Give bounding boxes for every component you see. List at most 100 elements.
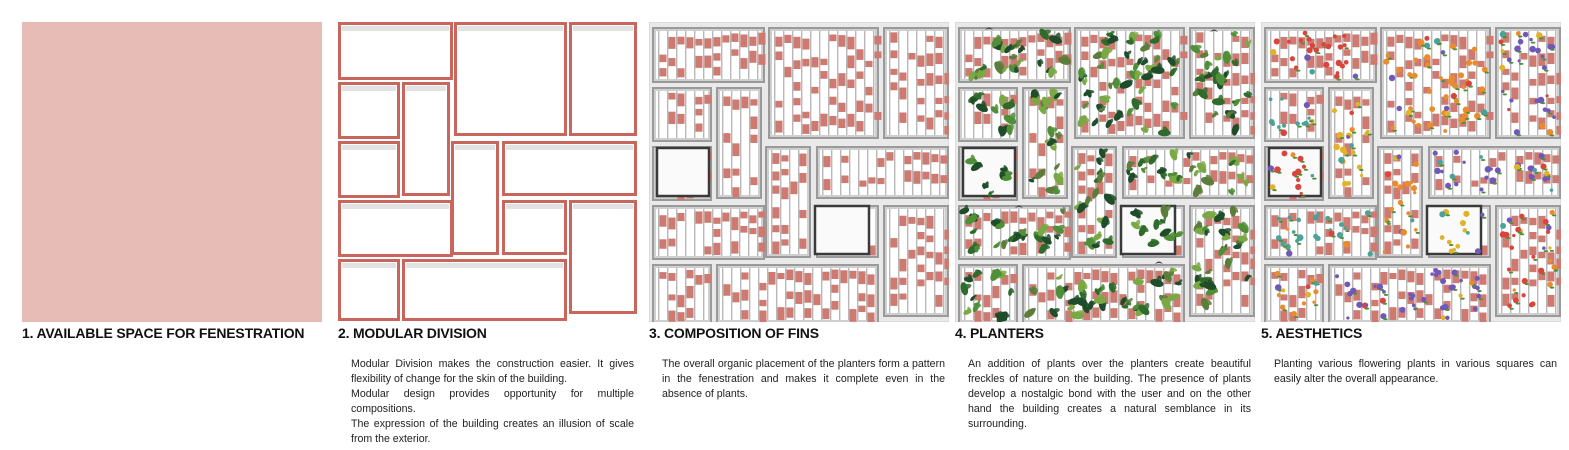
flower: [1274, 270, 1281, 277]
flower-leaf: [1387, 57, 1393, 60]
flower: [1287, 215, 1292, 220]
planter: [1434, 308, 1442, 320]
leaf: [981, 100, 987, 111]
planter: [1180, 111, 1188, 120]
flower-leaf: [1524, 283, 1530, 286]
flower: [1411, 303, 1416, 308]
flower: [1430, 272, 1434, 276]
fin: [885, 150, 887, 195]
fin: [982, 31, 984, 79]
panel-2-description: Modular Division makes the construction …: [351, 357, 634, 447]
module-shadow: [406, 86, 446, 91]
planter: [1416, 273, 1424, 285]
flower: [1355, 101, 1361, 107]
fin: [907, 31, 909, 135]
leaf: [1003, 239, 1008, 247]
planter: [1250, 277, 1255, 286]
fin: [1182, 150, 1184, 195]
leaf: [1143, 125, 1149, 131]
planter: [1307, 211, 1315, 224]
leaf: [1156, 275, 1162, 287]
leaf: [1154, 220, 1163, 225]
planter: [1556, 112, 1561, 120]
flower: [1313, 233, 1319, 239]
planter: [974, 58, 982, 67]
fin: [1360, 31, 1362, 79]
planter: [944, 96, 949, 104]
flower: [1392, 180, 1399, 187]
planter: [858, 271, 866, 285]
flower-leaf: [1351, 147, 1356, 150]
planter: [695, 211, 703, 224]
planter: [1489, 158, 1497, 167]
planter: [741, 272, 749, 280]
fin: [1000, 91, 1002, 138]
panel-3-description: The overall organic placement of the pla…: [662, 357, 945, 402]
flower-leaf: [1345, 229, 1350, 232]
fin: [757, 31, 759, 79]
planter: [1552, 155, 1560, 164]
flower-leaf: [1278, 220, 1284, 223]
planter: [1223, 246, 1231, 256]
planter: [1307, 55, 1315, 68]
fin: [821, 268, 823, 320]
fin: [1324, 31, 1326, 79]
planter: [1001, 55, 1009, 68]
flower: [1384, 216, 1389, 221]
fin: [722, 268, 724, 320]
flower-leaf: [1539, 37, 1544, 40]
planter: [1155, 270, 1163, 279]
flower-leaf: [1506, 237, 1511, 240]
flower: [1383, 58, 1390, 65]
leaf: [985, 181, 989, 187]
planter: [1538, 251, 1546, 259]
planter: [1435, 179, 1443, 191]
flower: [1306, 47, 1313, 54]
fin: [1485, 31, 1487, 135]
planter: [944, 277, 949, 286]
flower-leaf: [1519, 233, 1525, 236]
flower: [1404, 180, 1412, 188]
modular-division-diagram: [338, 22, 638, 322]
flower-leaf: [1282, 245, 1288, 248]
fin: [867, 150, 869, 195]
modular-division-svg: [338, 22, 637, 321]
flower: [1373, 284, 1377, 288]
planter: [1183, 158, 1191, 167]
flower: [1474, 248, 1481, 255]
planter: [1162, 71, 1170, 79]
flower: [1439, 235, 1445, 240]
planter: [917, 264, 925, 273]
flower: [1295, 183, 1302, 191]
planter: [749, 215, 757, 224]
flower: [1546, 224, 1552, 231]
flower-leaf: [1400, 204, 1405, 207]
flower: [1313, 289, 1319, 295]
planter: [793, 36, 801, 49]
planter: [1246, 155, 1254, 164]
flower: [1299, 191, 1303, 196]
fin: [1146, 150, 1148, 195]
fin: [703, 31, 705, 79]
flower: [1336, 134, 1341, 139]
flower-leaf: [1518, 62, 1524, 65]
flower-leaf: [1300, 160, 1305, 163]
leaf: [969, 212, 977, 223]
fin: [898, 209, 900, 313]
planter: [695, 274, 703, 285]
planter: [740, 58, 748, 69]
planter: [722, 212, 730, 222]
fin: [1476, 31, 1478, 135]
planter: [1547, 52, 1555, 65]
planter: [1038, 187, 1046, 198]
flower: [1333, 143, 1340, 151]
planter: [749, 36, 757, 46]
flower-leaf: [1477, 118, 1482, 121]
flower: [1513, 163, 1521, 171]
planter: [1461, 309, 1469, 322]
planter: [750, 116, 758, 130]
leaf: [1110, 34, 1119, 42]
leaf: [1049, 67, 1058, 74]
leaf: [1134, 219, 1141, 228]
leaf: [1053, 143, 1057, 149]
